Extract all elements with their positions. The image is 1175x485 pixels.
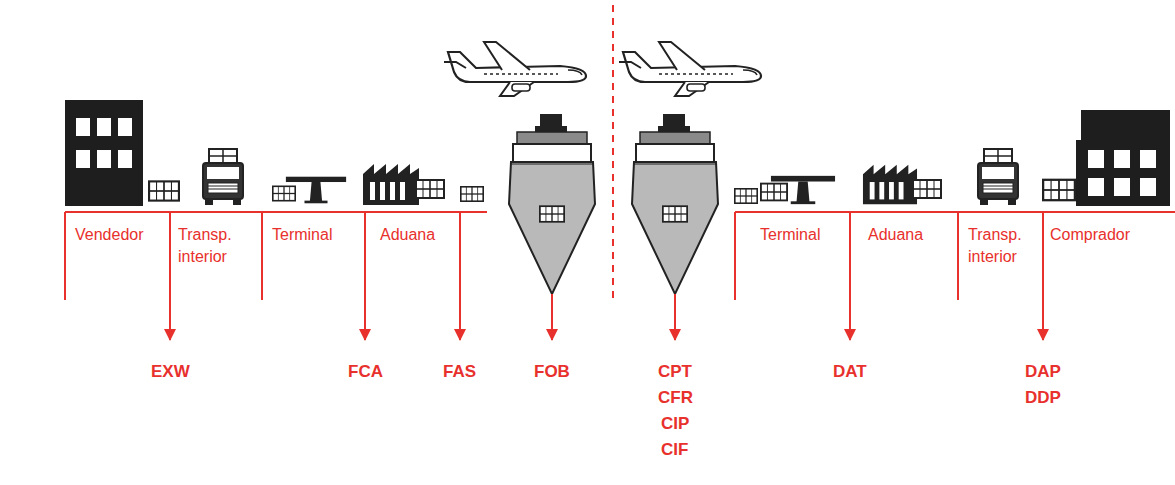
seller-building bbox=[65, 100, 143, 206]
incoterm-code: CFR bbox=[658, 388, 693, 408]
incoterm-code: CPT bbox=[658, 362, 692, 382]
timeline-lines bbox=[65, 212, 1175, 300]
region-label: Aduana bbox=[380, 224, 435, 246]
container-icon bbox=[149, 181, 179, 200]
dashed-divider bbox=[612, 5, 614, 300]
warehouse-icon bbox=[363, 164, 419, 205]
ship-icon bbox=[632, 114, 718, 294]
region-label: Transp. interior bbox=[178, 224, 256, 267]
region-label: Terminal bbox=[272, 224, 332, 246]
container-icon bbox=[735, 189, 757, 203]
incoterm-code: FAS bbox=[443, 362, 476, 382]
plane-icon bbox=[619, 42, 761, 96]
terminal-icon bbox=[286, 177, 346, 204]
container-icon bbox=[540, 206, 564, 222]
buyer-building bbox=[1076, 110, 1170, 206]
region-label: Aduana bbox=[868, 224, 923, 246]
container-icon bbox=[761, 184, 787, 201]
region-label: Terminal bbox=[760, 224, 820, 246]
container-icon bbox=[663, 206, 687, 222]
terminal-icon bbox=[771, 176, 835, 204]
region-label: Transp. interior bbox=[968, 224, 1040, 267]
incoterm-code: CIP bbox=[661, 414, 689, 434]
incoterm-code: EXW bbox=[151, 362, 190, 382]
container-icon bbox=[913, 180, 941, 198]
warehouse-icon bbox=[863, 165, 917, 205]
truck-icon bbox=[978, 149, 1018, 205]
incoterm-arrows bbox=[170, 212, 1043, 340]
incoterm-code: DDP bbox=[1025, 388, 1061, 408]
region-label: Vendedor bbox=[75, 224, 144, 246]
container-icon bbox=[273, 186, 295, 200]
plane-icon bbox=[444, 42, 586, 96]
container-icon bbox=[1043, 180, 1075, 200]
incoterm-code: DAT bbox=[833, 362, 867, 382]
incoterm-code: FOB bbox=[534, 362, 570, 382]
container-icon bbox=[461, 187, 483, 201]
container-icon bbox=[416, 180, 444, 198]
incoterm-code: FCA bbox=[348, 362, 383, 382]
incoterm-code: DAP bbox=[1025, 362, 1061, 382]
region-label: Comprador bbox=[1050, 224, 1130, 246]
truck-icon bbox=[203, 149, 243, 205]
incoterm-code: CIF bbox=[661, 440, 688, 460]
ship-icon bbox=[509, 114, 595, 294]
